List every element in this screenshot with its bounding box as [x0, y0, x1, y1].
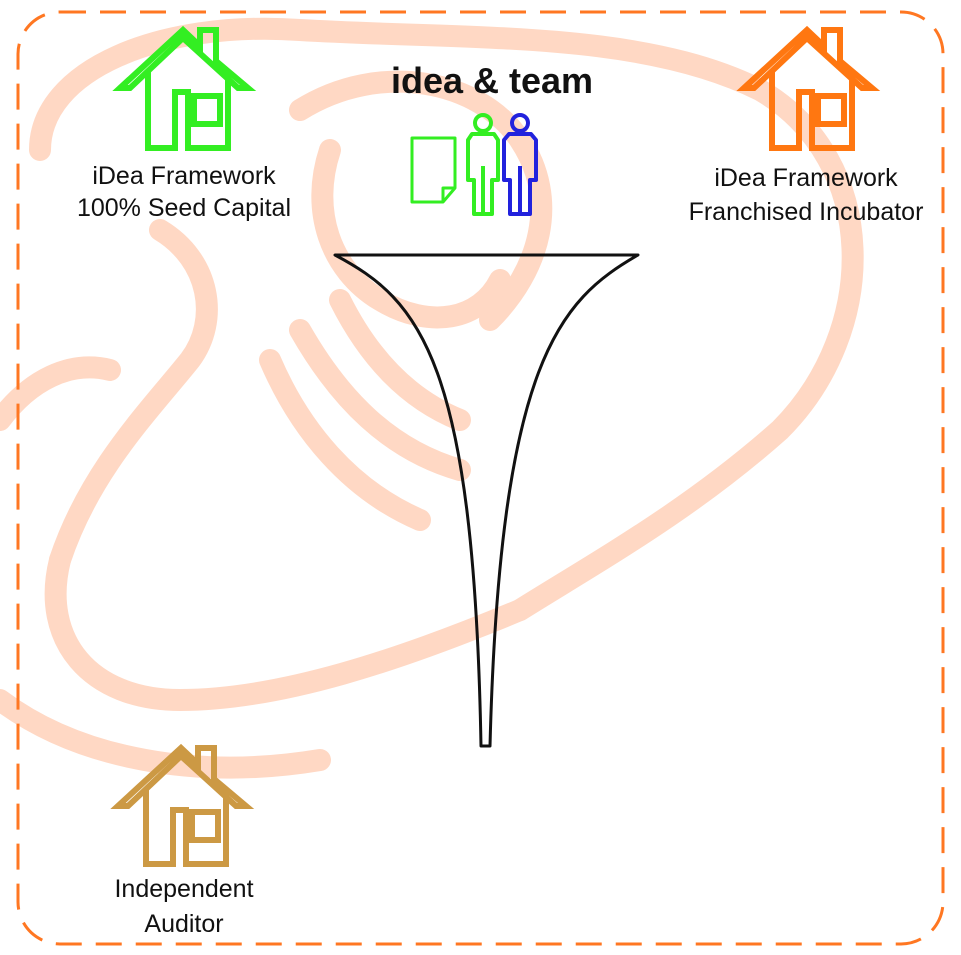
franchised-incubator-label-line1: iDea Framework: [714, 164, 898, 192]
person-icon-blue: [502, 113, 538, 216]
independent-auditor-label-line2: Auditor: [144, 910, 223, 938]
document-icon: [410, 136, 457, 204]
diagram-title: idea & team: [391, 60, 593, 101]
dashed-border: [16, 10, 945, 946]
funnel: [333, 253, 640, 748]
lightbulb-watermark-icon: [0, 17, 864, 779]
franchised-incubator-label-line2: Franchised Incubator: [689, 198, 924, 226]
house-icon-independent-auditor: [110, 743, 255, 867]
person-icon-green: [466, 113, 500, 216]
house-icon-franchised-incubator: [736, 25, 881, 151]
seed-capital-label-line1: iDea Framework: [92, 162, 276, 190]
independent-auditor-label-line1: Independent: [114, 875, 253, 903]
house-icon-seed-capital: [112, 25, 257, 151]
seed-capital-label-line2: 100% Seed Capital: [77, 194, 291, 222]
